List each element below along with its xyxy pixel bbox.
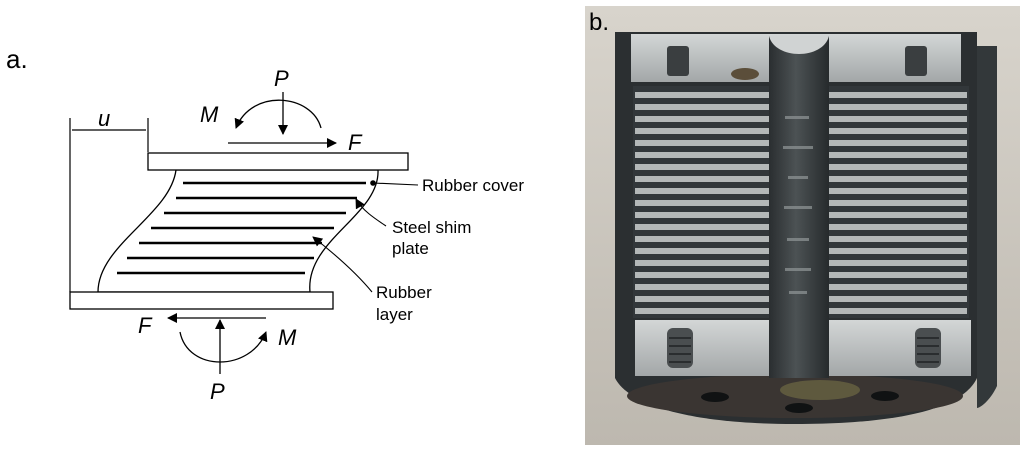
bottom-loads: F M P (138, 313, 297, 404)
panel-b-letter: b. (589, 9, 609, 36)
bearing-body (69, 152, 409, 310)
displacement-indicator: u (69, 106, 149, 292)
panel-a-letter: a. (6, 44, 28, 74)
top-end-plate (147, 152, 409, 171)
base-hole-right (871, 391, 899, 401)
rubber-layer-label-1: Rubber (376, 283, 432, 302)
base-hole-left (701, 392, 729, 402)
bottom-axial-label: P (210, 379, 225, 404)
rubber-cover-label: Rubber cover (422, 176, 524, 195)
top-loads: P M F (200, 66, 363, 155)
top-axial-label: P (274, 66, 289, 91)
top-bolt-holes (667, 46, 927, 80)
bottom-moment-label: M (278, 325, 297, 350)
bottom-end-plate (69, 291, 334, 310)
steel-shim-plates (117, 181, 366, 275)
top-moment-arrow (234, 99, 322, 129)
rubber-layer-label-2: layer (376, 305, 413, 324)
displacement-label: u (98, 106, 110, 131)
steel-shim-label-2: plate (392, 239, 429, 258)
steel-shim-label-1: Steel shim (392, 218, 471, 237)
top-shear-label: F (348, 130, 363, 155)
base-hole-center (785, 403, 813, 413)
bottom-shear-label: F (138, 313, 153, 338)
bottom-bolts (667, 328, 941, 368)
bottom-moment-arrow (179, 331, 268, 363)
bearing-section-photo: b. (585, 6, 1020, 445)
bearing-schematic: a. u P M F Rubber cover (6, 44, 524, 404)
callouts: Rubber cover Steel shim plate Rubber lay… (312, 176, 524, 324)
top-moment-label: M (200, 102, 219, 127)
